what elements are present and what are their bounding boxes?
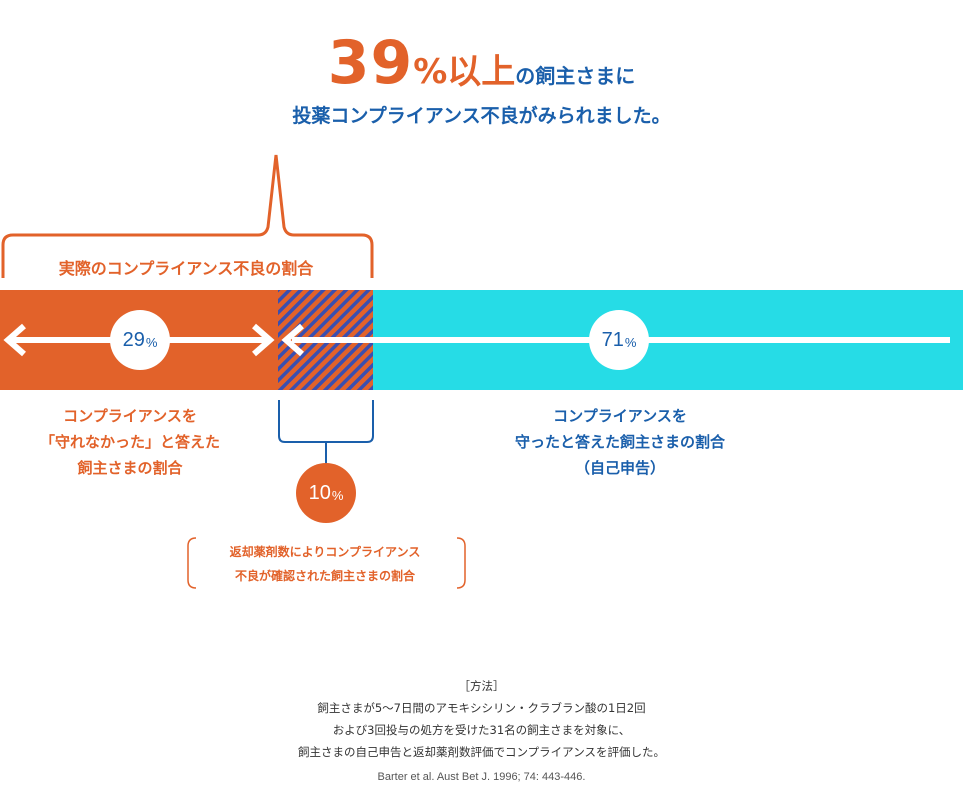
paren-left: [187, 537, 197, 589]
description-29: コンプライアンスを 「守れなかった」と答えた 飼主さまの割合: [20, 403, 240, 481]
arrow-29-right-head: [252, 323, 275, 357]
description-29-line: 飼主さまの割合: [77, 459, 183, 477]
method-heading: ［方法］: [458, 679, 505, 693]
method-section: ［方法］ 飼主さまが5〜7日間のアモキシシリン・クラブラン酸の1日2回 および3…: [0, 675, 963, 763]
circle-71-unit: %: [624, 334, 637, 350]
paren-right: [456, 537, 466, 589]
circle-10-value: 10: [308, 481, 331, 504]
description-10-line: 不良が確認された飼主さまの割合: [234, 569, 415, 583]
citation: Barter et al. Aust Bet J. 1996; 74: 443-…: [377, 771, 586, 783]
description-71-line: 守ったと答えた飼主さまの割合: [514, 433, 725, 451]
bracket-peak-line: [1, 154, 374, 278]
arrow-29-left-head: [3, 323, 26, 357]
description-29-line: 「守れなかった」と答えた: [39, 433, 220, 451]
headline: 39%以上の飼主さまに: [0, 28, 963, 98]
circle-10: 10%: [296, 463, 356, 523]
circle-71-value: 71: [601, 328, 624, 351]
headline-rest: の飼主さまに: [515, 64, 636, 88]
headline-percent-sign: %: [413, 52, 448, 92]
headline-above: 以上: [447, 52, 516, 92]
circle-29-value: 29: [122, 328, 145, 351]
method-line: および3回投与の処方を受けた31名の飼主さまを対象に、: [332, 723, 631, 737]
method-line: 飼主さまが5〜7日間のアモキシシリン・クラブラン酸の1日2回: [317, 701, 646, 715]
subheadline: 投薬コンプライアンス不良がみられました。: [292, 105, 671, 127]
circle-10-unit: %: [331, 487, 344, 503]
bracket-label: 実際のコンプライアンス不良の割合: [58, 259, 314, 278]
bracket-10-line: [278, 400, 374, 466]
arrow-71-left-head: [281, 323, 304, 357]
circle-29-unit: %: [145, 334, 158, 350]
description-10: 返却薬剤数によりコンプライアンス 不良が確認された飼主さまの割合: [185, 540, 465, 588]
description-10-line: 返却薬剤数によりコンプライアンス: [229, 545, 421, 559]
circle-71: 71%: [589, 310, 649, 370]
description-71: コンプライアンスを 守ったと答えた飼主さまの割合 （自己申告）: [480, 403, 760, 481]
headline-percent-value: 39: [327, 28, 414, 98]
description-71-line: （自己申告）: [574, 459, 665, 477]
description-29-line: コンプライアンスを: [63, 407, 197, 425]
circle-29: 29%: [110, 310, 170, 370]
description-71-line: コンプライアンスを: [553, 407, 687, 425]
method-line: 飼主さまの自己申告と返却薬剤数評価でコンプライアンスを評価した。: [298, 745, 665, 759]
